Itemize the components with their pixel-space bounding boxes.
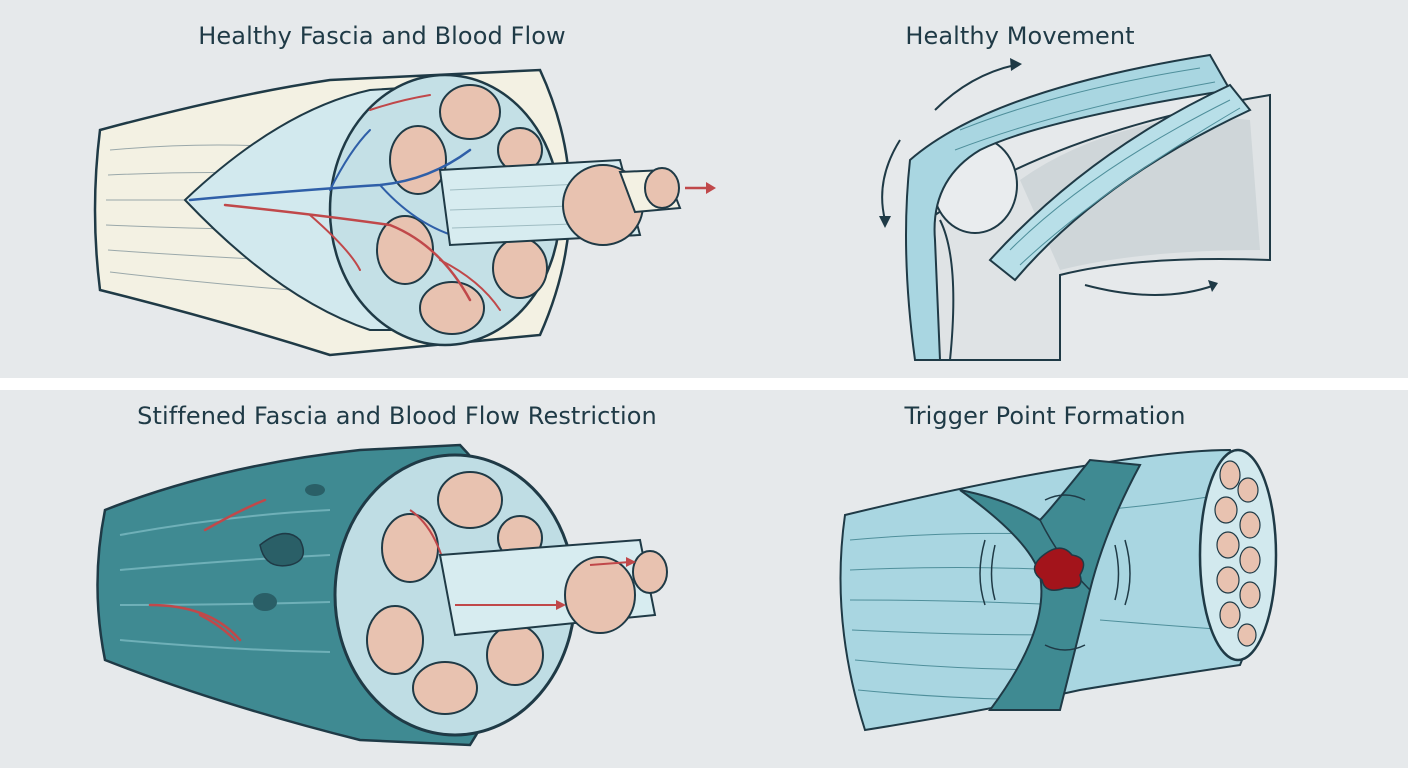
panel-stiffened-fascia: Stiffened Fascia and Blood Flow Restrict…: [0, 390, 760, 768]
healthy-fascia-illustration: [93, 68, 716, 357]
panel-title-trigger-point: Trigger Point Formation: [904, 402, 1186, 430]
stiffened-fascia-illustration: [96, 443, 668, 747]
panel-healthy-movement: Healthy Movement: [760, 0, 1408, 378]
panel-title-healthy-fascia: Healthy Fascia and Blood Flow: [198, 22, 566, 50]
panel-trigger-point: Trigger Point Formation: [760, 390, 1408, 768]
panel-divider: [0, 378, 1408, 390]
healthy-movement-illustration: [879, 53, 1271, 361]
panel-healthy-fascia: Healthy Fascia and Blood Flow: [0, 0, 760, 378]
panel-title-healthy-movement: Healthy Movement: [905, 22, 1135, 50]
trigger-point-illustration: [839, 448, 1278, 732]
panel-title-stiffened-fascia: Stiffened Fascia and Blood Flow Restrict…: [137, 402, 657, 430]
